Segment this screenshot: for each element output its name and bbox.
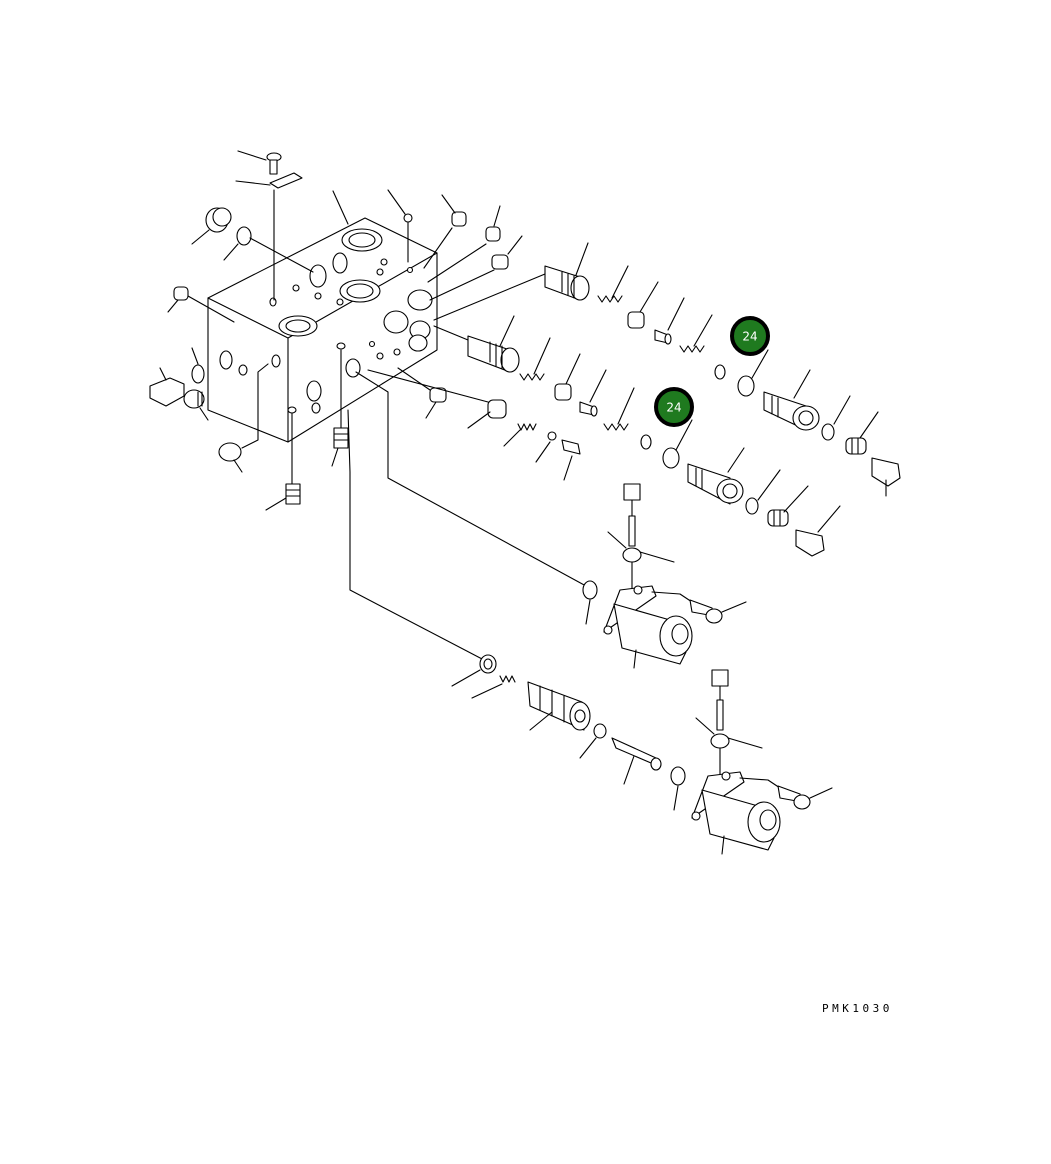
leader-block bbox=[332, 190, 349, 225]
plug-under-block bbox=[331, 342, 349, 467]
seat-lower bbox=[561, 439, 581, 481]
ball-lower bbox=[535, 431, 557, 463]
o-ring-bottom bbox=[670, 766, 686, 811]
relief-valve-upper bbox=[763, 369, 820, 431]
plug-bottom-center bbox=[265, 406, 301, 511]
o-ring-upper-small bbox=[714, 364, 726, 380]
plug-bottom-left bbox=[218, 363, 269, 473]
spring-middle-2 bbox=[603, 387, 635, 431]
valve-body-block bbox=[207, 217, 438, 443]
plug-lower-a bbox=[397, 367, 447, 419]
bolt-top bbox=[237, 150, 282, 175]
o-ring-top-left bbox=[223, 226, 314, 273]
callout-label: 24 bbox=[666, 401, 681, 415]
adjust-screw-middle bbox=[767, 485, 809, 527]
o-ring-solenoid-a bbox=[582, 580, 598, 625]
o-ring-middle-large bbox=[662, 419, 693, 469]
spool-valve-bottom bbox=[527, 681, 591, 731]
bolt-solenoid-b bbox=[777, 785, 833, 810]
solenoid-assembly-b bbox=[691, 669, 781, 855]
plug-left-side bbox=[167, 286, 235, 323]
valve-cartridge-upper bbox=[433, 242, 590, 321]
callout-label: 24 bbox=[742, 330, 757, 344]
cap-nut-upper bbox=[871, 457, 901, 497]
plug-large-top-left bbox=[191, 207, 232, 245]
plug-small-a bbox=[423, 194, 467, 269]
spring-middle-1 bbox=[519, 337, 551, 381]
o-ring-upper-right bbox=[821, 395, 851, 441]
drawing-code: PMK1030 bbox=[822, 1002, 893, 1015]
washer-bottom bbox=[579, 723, 607, 759]
bolt-solenoid-a bbox=[689, 599, 747, 624]
callout-item-24-lower[interactable]: 24 bbox=[654, 387, 694, 427]
o-ring-middle-right bbox=[745, 469, 781, 515]
leader-to-lower-valve bbox=[347, 409, 485, 661]
plug-hex-left bbox=[149, 367, 185, 407]
valve-cartridge-middle bbox=[433, 315, 520, 373]
spool-middle bbox=[554, 353, 581, 401]
plug-threaded-left bbox=[183, 389, 209, 421]
spring-pin bbox=[387, 189, 413, 263]
solenoid-assembly-a bbox=[603, 483, 693, 669]
relief-valve-middle bbox=[687, 447, 745, 505]
plug-small-b bbox=[427, 205, 501, 283]
plug-small-c bbox=[429, 235, 523, 301]
o-ring-left bbox=[191, 347, 205, 384]
spring-upper-2 bbox=[679, 314, 713, 353]
o-ring-middle-small bbox=[640, 434, 652, 450]
spring-lower bbox=[503, 423, 537, 447]
poppet-upper bbox=[654, 297, 685, 345]
callout-item-24-upper[interactable]: 24 bbox=[730, 316, 770, 356]
sleeve-lower bbox=[367, 369, 507, 429]
leader-to-o-ring-solenoid-a bbox=[355, 371, 587, 587]
pin-bottom bbox=[611, 737, 662, 785]
poppet-middle bbox=[579, 369, 607, 417]
spring-bottom bbox=[471, 675, 516, 699]
spool-upper bbox=[627, 281, 659, 329]
name-plate bbox=[235, 172, 303, 301]
adjust-screw-upper bbox=[845, 411, 879, 455]
sleeve-bottom bbox=[451, 654, 497, 687]
spring-upper-1 bbox=[597, 265, 629, 303]
cap-nut-middle bbox=[795, 505, 841, 557]
o-ring-upper-large bbox=[737, 349, 769, 397]
